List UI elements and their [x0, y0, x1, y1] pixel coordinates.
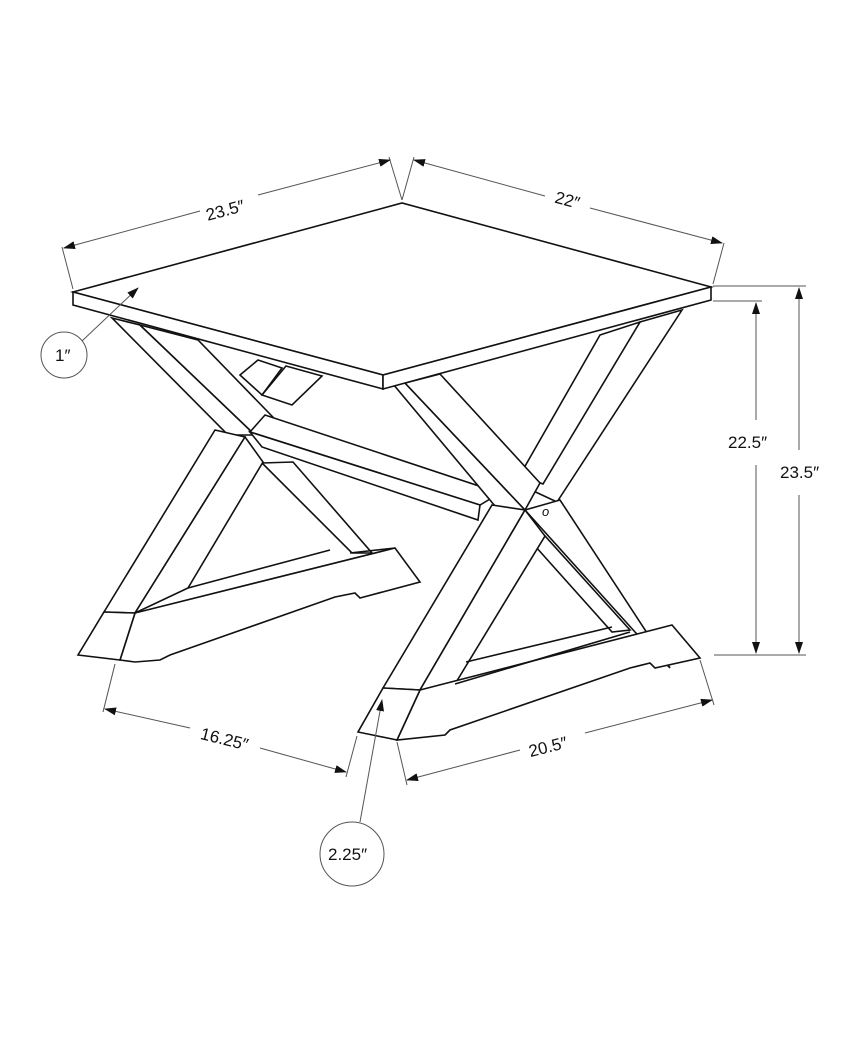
top-depth-label: 22″	[553, 188, 582, 213]
under-top-height-label: 22.5″	[728, 433, 767, 452]
left-x-leg	[76, 316, 422, 663]
base-length-label: 20.5″	[527, 733, 570, 761]
callout-top-thickness: 1″	[40, 287, 139, 379]
base-spacing-label: 16.25″	[199, 724, 251, 754]
top-width-label: 23.5″	[204, 196, 247, 224]
table-top	[69, 202, 715, 391]
right-x-leg	[356, 308, 702, 741]
callout-foot-thickness: 2.25″	[319, 699, 385, 887]
dimension-heights: 22.5″ 23.5″	[713, 285, 819, 656]
dimension-base-spacing: 16.25″	[102, 663, 358, 778]
overall-height-label: 23.5″	[780, 463, 819, 482]
foot-thickness-label: 2.25″	[328, 845, 367, 864]
bolt-mark: o	[542, 504, 549, 519]
top-thickness-label: 1″	[55, 346, 70, 365]
